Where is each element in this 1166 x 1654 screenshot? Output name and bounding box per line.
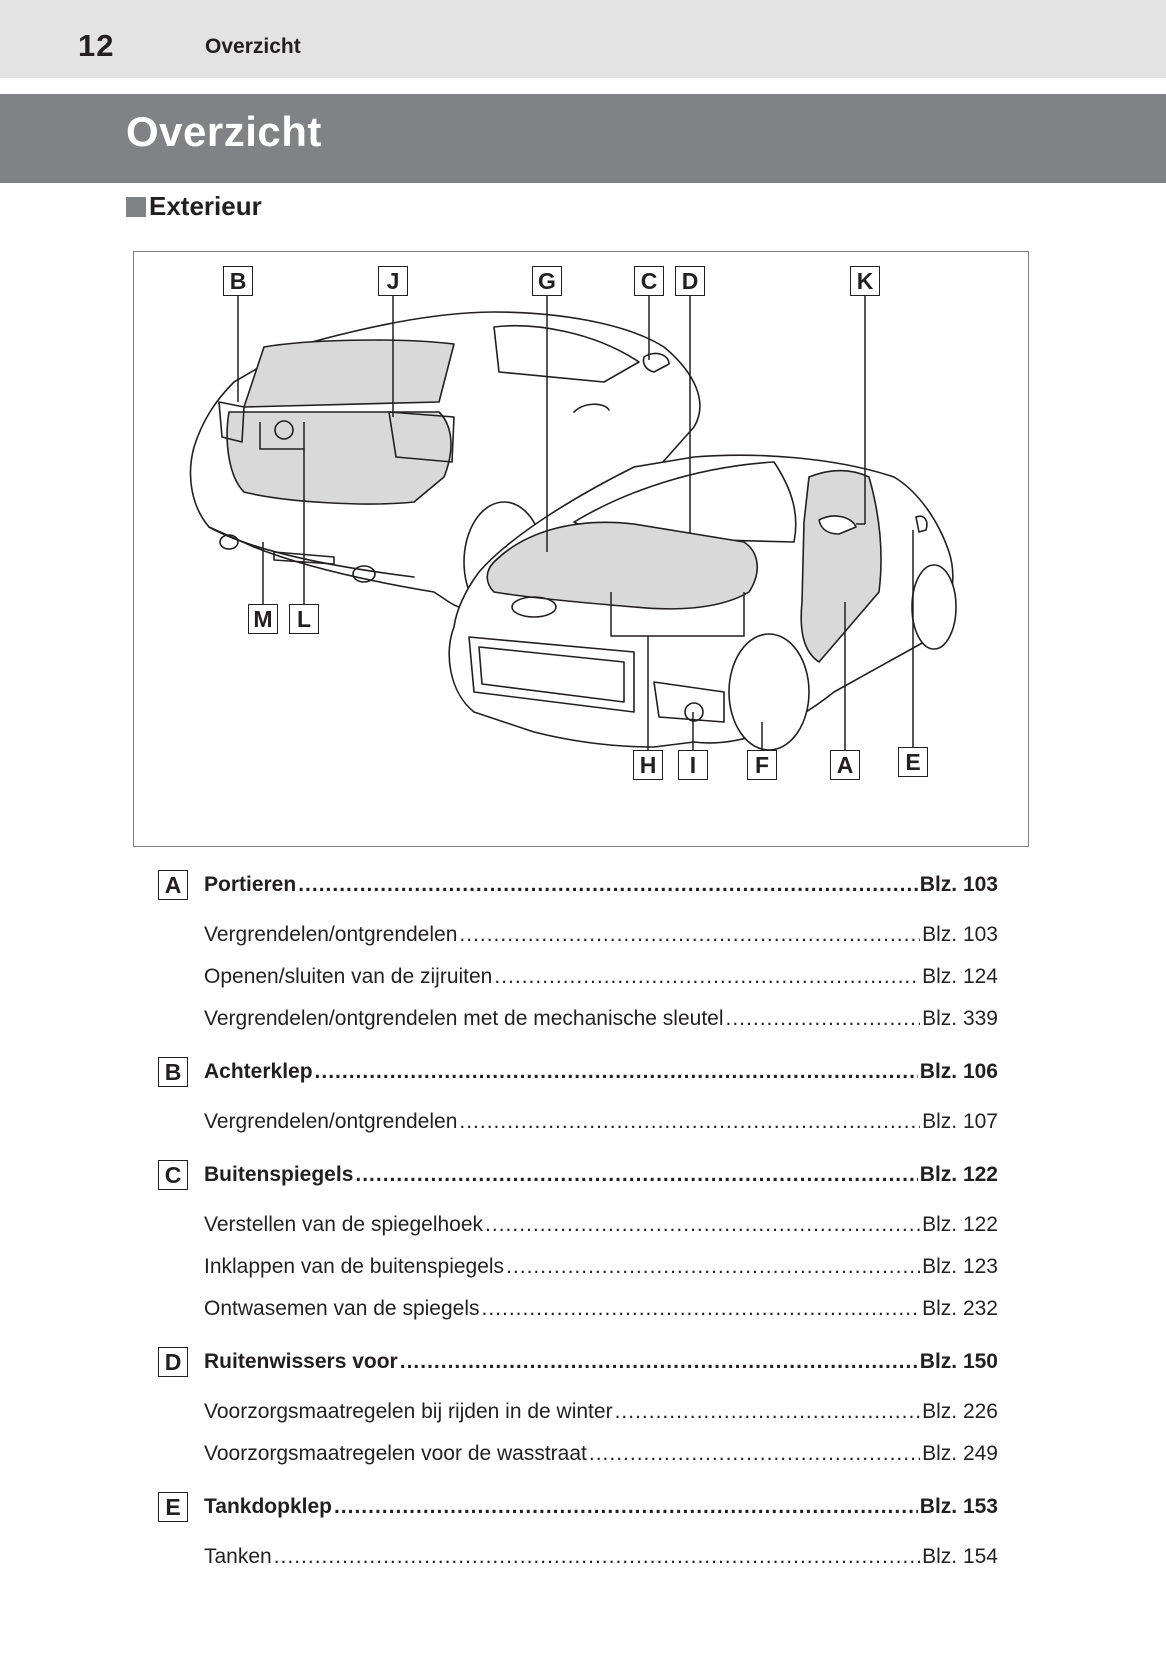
entry-key-E: E xyxy=(158,1492,188,1522)
callout-E: E xyxy=(898,747,928,777)
callout-K: K xyxy=(850,266,880,296)
entry-main-portieren[interactable]: PortierenBlz. 103 xyxy=(204,873,998,897)
entry-sub[interactable]: Voorzorgsmaatregelen voor de wasstraatBl… xyxy=(204,1442,998,1466)
callout-L: L xyxy=(289,604,319,634)
front-grille xyxy=(468,636,635,713)
entry-main-tankdopklep[interactable]: TankdopklepBlz. 153 xyxy=(204,1495,998,1519)
callout-A: A xyxy=(830,750,860,780)
running-title: Overzicht xyxy=(205,35,301,58)
title-bar xyxy=(0,94,1166,183)
car-exterior-illustration: B J G C D K M L H I F A E xyxy=(133,251,1029,847)
car-drawing xyxy=(189,296,957,751)
entry-sub[interactable]: Voorzorgsmaatregelen bij rijden in de wi… xyxy=(204,1400,998,1424)
callout-H: H xyxy=(633,750,663,780)
section-heading: Exterieur xyxy=(126,191,262,222)
running-header-band xyxy=(0,0,1166,78)
section-heading-text: Exterieur xyxy=(149,191,262,221)
entry-sub[interactable]: Vergrendelen/ontgrendelenBlz. 107 xyxy=(204,1110,998,1134)
callout-C: C xyxy=(634,266,664,296)
front-windshield xyxy=(573,461,797,543)
rear-diffuser xyxy=(273,551,335,565)
entry-sub[interactable]: Verstellen van de spiegelhoekBlz. 122 xyxy=(204,1213,998,1237)
rear-light-left xyxy=(218,401,245,443)
entry-key-D: D xyxy=(158,1347,188,1377)
rear-side-window xyxy=(493,324,640,383)
callout-I: I xyxy=(678,750,708,780)
callout-F: F xyxy=(747,750,777,780)
page-number: 12 xyxy=(78,28,115,63)
rear-tailgate xyxy=(226,411,452,505)
entry-key-C: C xyxy=(158,1160,188,1190)
front-hood xyxy=(486,521,758,610)
rear-car-mirror xyxy=(642,352,670,373)
entry-key-B: B xyxy=(158,1057,188,1087)
fuel-flap xyxy=(915,515,928,533)
page-title: Overzicht xyxy=(126,108,322,155)
callout-M: M xyxy=(248,604,278,634)
section-square-icon xyxy=(126,196,146,217)
callout-G: G xyxy=(532,266,562,296)
rear-light-right xyxy=(388,411,455,463)
front-mirror xyxy=(818,515,857,535)
entry-main-ruitenwissers[interactable]: Ruitenwissers voorBlz. 150 xyxy=(204,1350,998,1374)
entry-sub[interactable]: Vergrendelen/ontgrendelenBlz. 103 xyxy=(204,923,998,947)
entry-main-buitenspiegels[interactable]: BuitenspiegelsBlz. 122 xyxy=(204,1163,998,1187)
callout-B: B xyxy=(223,266,253,296)
callout-D: D xyxy=(675,266,705,296)
entry-key-A: A xyxy=(158,870,188,900)
entry-main-achterklep[interactable]: AchterklepBlz. 106 xyxy=(204,1060,998,1084)
entry-sub[interactable]: Vergrendelen/ontgrendelen met de mechani… xyxy=(204,1007,998,1031)
entry-sub[interactable]: Openen/sluiten van de zijruitenBlz. 124 xyxy=(204,965,998,989)
entry-sub[interactable]: TankenBlz. 154 xyxy=(204,1545,998,1569)
entry-sub[interactable]: Ontwasemen van de spiegelsBlz. 232 xyxy=(204,1297,998,1321)
rear-window xyxy=(243,339,455,408)
callout-J: J xyxy=(378,266,408,296)
entry-sub[interactable]: Inklappen van de buitenspiegelsBlz. 123 xyxy=(204,1255,998,1279)
